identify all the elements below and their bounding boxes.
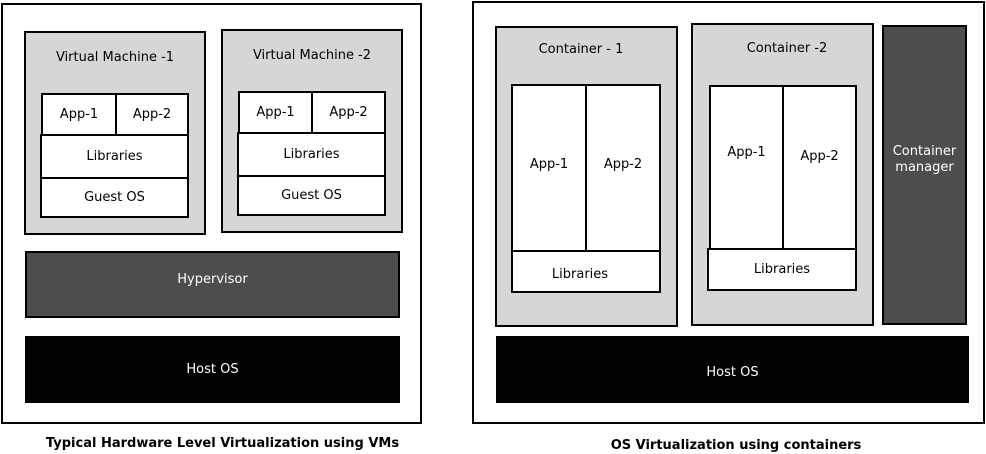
vm2-app-2: App-2 [311,91,386,134]
container-manager: Container manager [882,25,967,325]
container-caption: OS Virtualization using containers [610,438,862,453]
vm-caption: Typical Hardware Level Virtualization us… [45,436,400,451]
vm1-guest-os: Guest OS [40,177,189,218]
vm2-libraries: Libraries [237,132,386,177]
vm-host-os: Host OS [25,336,400,403]
container2-app-1: App-1 [709,85,784,250]
vm1-libraries: Libraries [40,134,189,179]
container-host-os: Host OS [496,336,969,403]
vm2-title: Virtual Machine -2 [252,48,372,63]
container1-title: Container - 1 [538,42,624,57]
container1-libraries: Libraries [511,250,661,293]
vm1-app-2: App-2 [115,93,189,136]
container2-title: Container -2 [746,41,828,56]
container2-app-2: App-2 [782,85,857,250]
container1-app-1: App-1 [511,84,587,252]
vm1-title: Virtual Machine -1 [55,50,175,65]
hypervisor: Hypervisor [25,251,400,318]
container2-libraries: Libraries [707,248,857,291]
container1-app-2: App-2 [585,84,661,252]
vm2-app-1: App-1 [238,91,313,134]
vm2-guest-os: Guest OS [237,175,386,216]
vm1-app-1: App-1 [41,93,117,136]
